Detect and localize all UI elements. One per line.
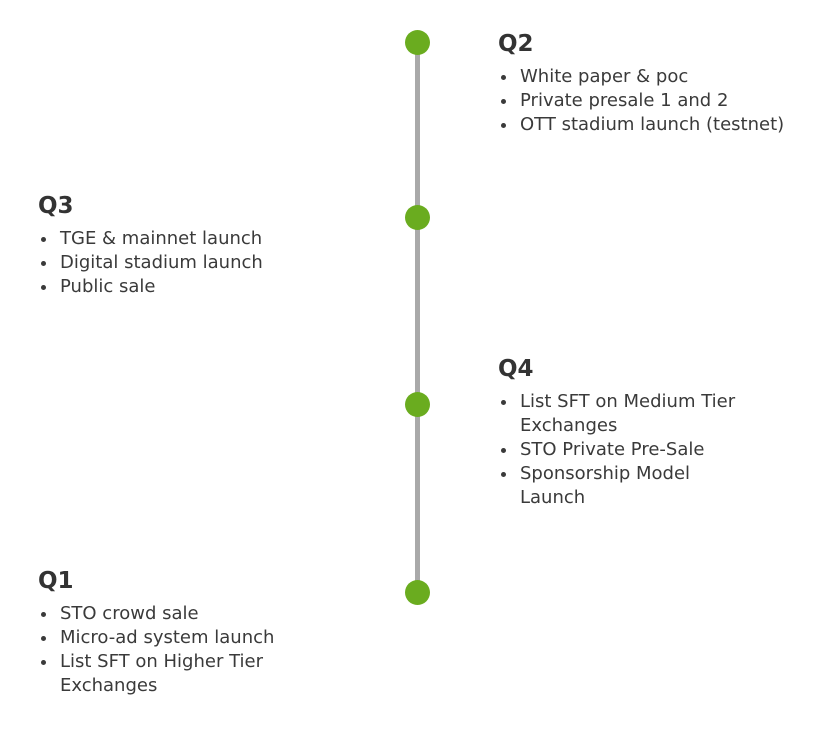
milestone-q1: Q1 STO crowd sale Micro-ad system launch…	[38, 568, 288, 698]
list-item: OTT stadium launch (testnet)	[498, 113, 808, 137]
timeline-dot-q3	[405, 205, 430, 230]
milestone-q2: Q2 White paper & poc Private presale 1 a…	[498, 31, 808, 137]
list-item: List SFT on Higher Tier Exchanges	[38, 650, 288, 698]
list-item: Digital stadium launch	[38, 251, 368, 275]
milestone-q4: Q4 List SFT on Medium Tier Exchanges STO…	[498, 356, 758, 510]
list-item: List SFT on Medium Tier Exchanges	[498, 390, 758, 438]
milestone-q3: Q3 TGE & mainnet launch Digital stadium …	[38, 193, 368, 299]
list-item: Private presale 1 and 2	[498, 89, 808, 113]
list-item: Public sale	[38, 275, 368, 299]
milestone-title: Q3	[38, 193, 74, 219]
milestone-list: List SFT on Medium Tier Exchanges STO Pr…	[498, 390, 758, 510]
milestone-title: Q1	[38, 568, 74, 594]
timeline-line	[415, 42, 420, 593]
milestone-title: Q4	[498, 356, 534, 382]
milestone-title: Q2	[498, 31, 534, 57]
list-item: Sponsorship Model Launch	[498, 462, 758, 510]
list-item: Micro-ad system launch	[38, 626, 288, 650]
list-item: White paper & poc	[498, 65, 808, 89]
timeline-dot-q2	[405, 30, 430, 55]
list-item: TGE & mainnet launch	[38, 227, 368, 251]
milestone-list: STO crowd sale Micro-ad system launch Li…	[38, 602, 288, 698]
list-item: STO crowd sale	[38, 602, 288, 626]
timeline-dot-q1	[405, 580, 430, 605]
list-item: STO Private Pre-Sale	[498, 438, 758, 462]
timeline-dot-q4	[405, 392, 430, 417]
milestone-list: TGE & mainnet launch Digital stadium lau…	[38, 227, 368, 299]
milestone-list: White paper & poc Private presale 1 and …	[498, 65, 808, 137]
